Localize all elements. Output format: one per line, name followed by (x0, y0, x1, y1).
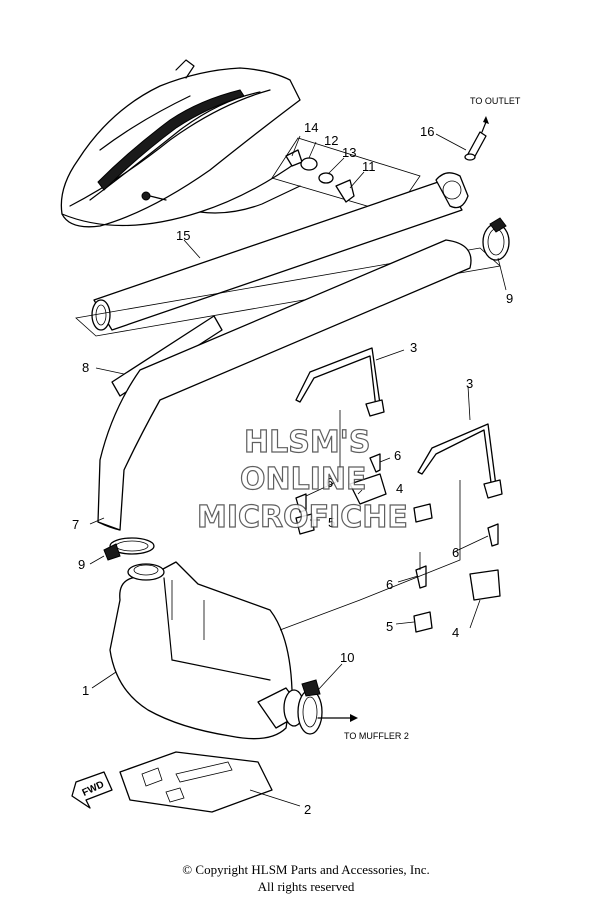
callout-9-top: 9 (506, 291, 513, 306)
clamp-lower (103, 537, 155, 561)
brackets (295, 347, 503, 523)
callout-7: 7 (72, 517, 79, 532)
callout-6-b: 6 (326, 475, 333, 490)
rights-text: All rights reserved (257, 879, 355, 894)
callout-5-b: 5 (386, 619, 393, 634)
callout-6-c: 6 (452, 545, 459, 560)
muffler (109, 561, 305, 740)
callout-12: 12 (324, 133, 338, 148)
exhaust-pipe (91, 172, 469, 331)
watercraft-overview (60, 59, 301, 228)
callout-8: 8 (82, 360, 89, 375)
callout-4-a: 4 (396, 481, 403, 496)
callout-6-d: 6 (386, 577, 393, 592)
forward-indicator: FWD (71, 771, 113, 809)
to-muffler-note: TO MUFFLER 2 (344, 731, 409, 741)
callout-3-right: 3 (466, 376, 473, 391)
callout-9-bottom: 9 (78, 557, 85, 572)
outlet-fitting (464, 116, 489, 161)
callout-14: 14 (304, 120, 318, 135)
callout-6-a: 6 (394, 448, 401, 463)
callout-3-left: 3 (410, 340, 417, 355)
watermark-line-1: HLSM'S (244, 425, 370, 460)
flow-arrows (317, 714, 358, 722)
leader-lines (89, 133, 507, 807)
part-callouts: 14 12 13 11 16 15 9 8 3 3 6 6 4 5 7 9 6 … (72, 120, 513, 817)
copyright-text: © Copyright HLSM Parts and Accessories, … (182, 862, 430, 877)
callout-2: 2 (304, 802, 311, 817)
watermark: HLSM'S ONLINE MICROFICHE (196, 424, 408, 535)
fasteners (295, 453, 501, 633)
callout-4-b: 4 (452, 625, 459, 640)
to-outlet-note: TO OUTLET (470, 96, 521, 106)
callout-10: 10 (340, 650, 354, 665)
callout-16: 16 (420, 124, 434, 139)
mounting-hardware (271, 137, 421, 215)
callout-13: 13 (342, 145, 356, 160)
clamp-muffler (297, 679, 323, 735)
callout-1: 1 (82, 683, 89, 698)
watermark-line-2: ONLINE (240, 462, 367, 497)
base-plate (119, 751, 273, 813)
callout-11: 11 (362, 159, 376, 174)
watermark-line-3: MICROFICHE (197, 500, 408, 535)
hose-and-pad (75, 239, 501, 531)
callout-5-a: 5 (328, 515, 335, 530)
clamp-top (482, 217, 510, 261)
callout-15: 15 (176, 228, 190, 243)
